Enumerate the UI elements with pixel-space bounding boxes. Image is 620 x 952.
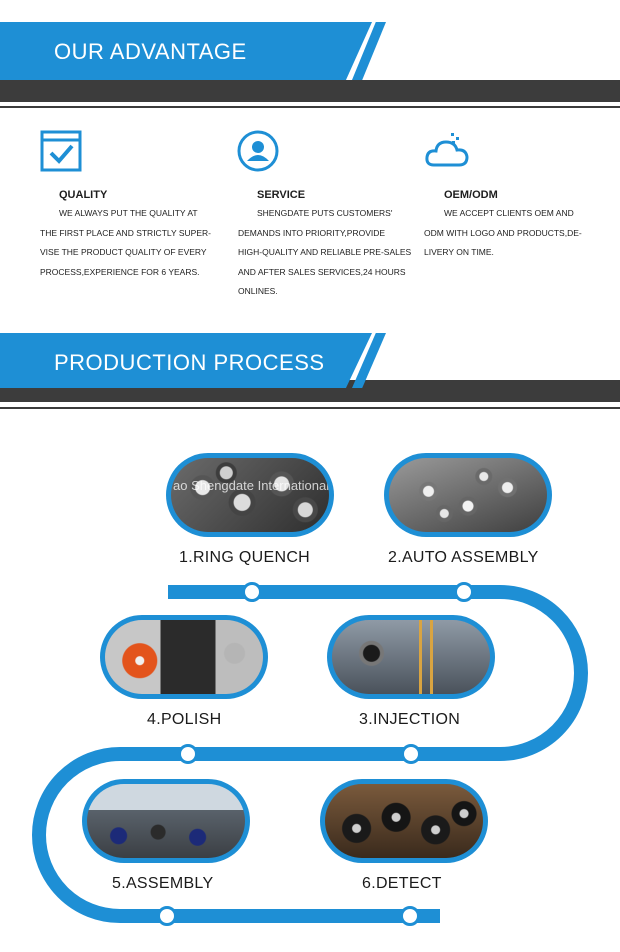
cloud-icon [424, 131, 470, 169]
service-line: HIGH-QUALITY AND RELIABLE PRE-SALES [238, 247, 412, 257]
step-label: 6.DETECT [362, 875, 442, 892]
service-title: SERVICE [257, 189, 306, 201]
oem-line: WE ACCEPT CLIENTS OEM AND [444, 208, 574, 218]
oem-text: WE ACCEPT CLIENTS OEM AND ODM WITH LOGO … [424, 204, 609, 263]
user-icon [236, 129, 280, 173]
workshop-photo [82, 779, 250, 863]
advantage-banner: OUR ADVANTAGE [0, 22, 620, 102]
quality-title: QUALITY [59, 189, 108, 201]
step-label: 5.ASSEMBLY [112, 875, 214, 892]
oem-title: OEM/ODM [444, 189, 498, 201]
process-title: PRODUCTION PROCESS [54, 350, 325, 375]
quality-line: VISE THE PRODUCT QUALITY OF EVERY [40, 247, 207, 257]
service-line: DEMANDS INTO PRIORITY,PROVIDE [238, 227, 386, 238]
step-label: 1.RING QUENCH [179, 549, 311, 566]
step-marker [178, 744, 198, 764]
quality-text: WE ALWAYS PUT THE QUALITY AT THE FIRST P… [40, 204, 230, 282]
injection-machine-photo [327, 615, 495, 699]
step-marker [454, 582, 474, 602]
process-banner: PRODUCTION PROCESS [0, 333, 620, 413]
quality-line: THE FIRST PLACE AND STRICTLY SUPER- [40, 227, 211, 238]
service-text: SHENGDATE PUTS CUSTOMERS' DEMANDS INTO P… [238, 204, 423, 302]
step-marker [242, 582, 262, 602]
watermark: ao Shengdate International Trade Co., Lt… [173, 478, 329, 493]
step-marker [157, 906, 177, 926]
divider [0, 106, 620, 108]
step-label: 2.AUTO ASSEMBLY [388, 549, 539, 566]
detect-rollers-photo [320, 779, 488, 863]
bearings-assembly-photo [384, 453, 552, 537]
step-marker [400, 906, 420, 926]
bearing-rings-photo: ao Shengdate International Trade Co., Lt… [166, 453, 334, 537]
quality-line: PROCESS,EXPERIENCE FOR 6 YEARS. [40, 266, 200, 277]
service-line: ONLINES. [238, 286, 278, 296]
service-line: AND AFTER SALES SERVICES,24 HOURS [238, 266, 406, 277]
divider [0, 407, 620, 409]
step-label: 3.INJECTION [359, 711, 461, 728]
step-marker [401, 744, 421, 764]
step-label: 4.POLISH [147, 711, 222, 728]
polish-machine-photo [100, 615, 268, 699]
service-line: SHENGDATE PUTS CUSTOMERS' [257, 208, 393, 218]
advantage-title: OUR ADVANTAGE [54, 39, 247, 64]
quality-line: WE ALWAYS PUT THE QUALITY AT [59, 208, 198, 218]
oem-line: ODM WITH LOGO AND PRODUCTS,DE- [424, 227, 582, 238]
oem-line: LIVERY ON TIME. [424, 247, 494, 257]
checkbox-icon [40, 130, 82, 172]
